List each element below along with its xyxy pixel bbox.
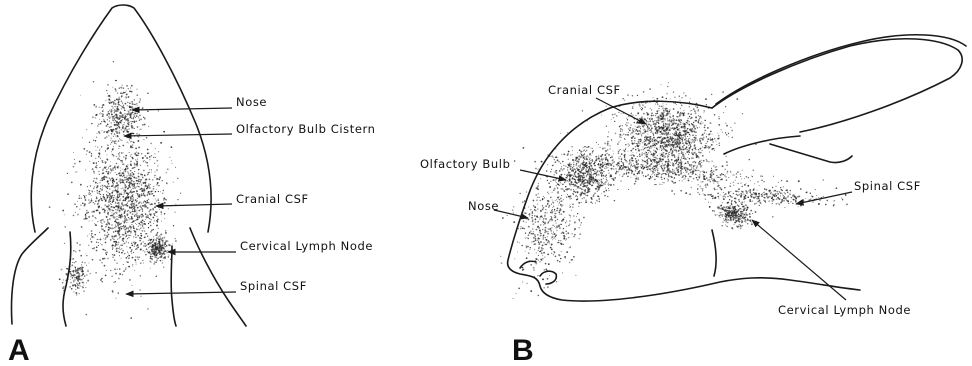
panel-b-jaw-line xyxy=(712,230,716,276)
panel-b-label-nose: Nose xyxy=(468,199,499,213)
panel-a-label-cranial-csf: Cranial CSF xyxy=(236,192,309,206)
panel-b-olfactory-bulb-arrow xyxy=(520,170,566,180)
panel-a-label-cervical-lymph-node: Cervical Lymph Node xyxy=(240,239,373,253)
panel-b-cervical-lymph-node-stipple xyxy=(709,196,774,229)
panel-a-tracer-stipple xyxy=(49,61,181,319)
panel-b-cervical-lymph-node-arrow xyxy=(752,220,846,300)
panel-a-cranial-csf-stipple xyxy=(49,100,181,319)
panel-b: Cranial CSF Olfactory Bulb Nose Spinal C… xyxy=(420,35,966,366)
panel-a-spinal-csf-arrow xyxy=(126,292,236,294)
panel-a-left-inner-line xyxy=(63,232,71,326)
panel-b-label-cranial-csf: Cranial CSF xyxy=(548,83,621,97)
panel-a-cranial-csf-arrow xyxy=(156,204,232,206)
panel-b-ear-base xyxy=(724,136,852,163)
panel-b-label-cervical-lymph-node: Cervical Lymph Node xyxy=(778,303,911,317)
panel-b-letter: B xyxy=(512,334,534,366)
panel-a-letter: A xyxy=(8,334,30,366)
panel-b-label-spinal-csf: Spinal CSF xyxy=(854,179,921,193)
panel-b-spinal-stipple xyxy=(671,183,848,211)
panel-b-spinal-csf-arrow xyxy=(796,192,852,204)
panel-a: Nose Olfactory Bulb Cistern Cranial CSF … xyxy=(8,5,376,366)
panel-b-tracer-stipple xyxy=(500,82,848,299)
panel-a-left-neck xyxy=(11,228,48,324)
panel-a-label-nose: Nose xyxy=(236,95,267,109)
panel-a-nose-arrow xyxy=(132,108,232,110)
panel-a-label-olfactory-bulb-cistern: Olfactory Bulb Cistern xyxy=(236,122,376,136)
panel-a-right-neck xyxy=(190,228,246,326)
panel-a-head-outline xyxy=(31,5,211,232)
panel-b-band-stipple xyxy=(514,145,837,193)
panel-b-label-olfactory-bulb: Olfactory Bulb xyxy=(420,157,510,171)
panel-a-label-spinal-csf: Spinal CSF xyxy=(240,279,307,293)
panel-b-ear-outer xyxy=(712,39,962,132)
panel-a-right-inner-line xyxy=(171,246,176,326)
panel-b-ear-inner xyxy=(716,35,966,104)
panel-a-olfactory-bulb-cistern-arrow xyxy=(124,134,232,136)
